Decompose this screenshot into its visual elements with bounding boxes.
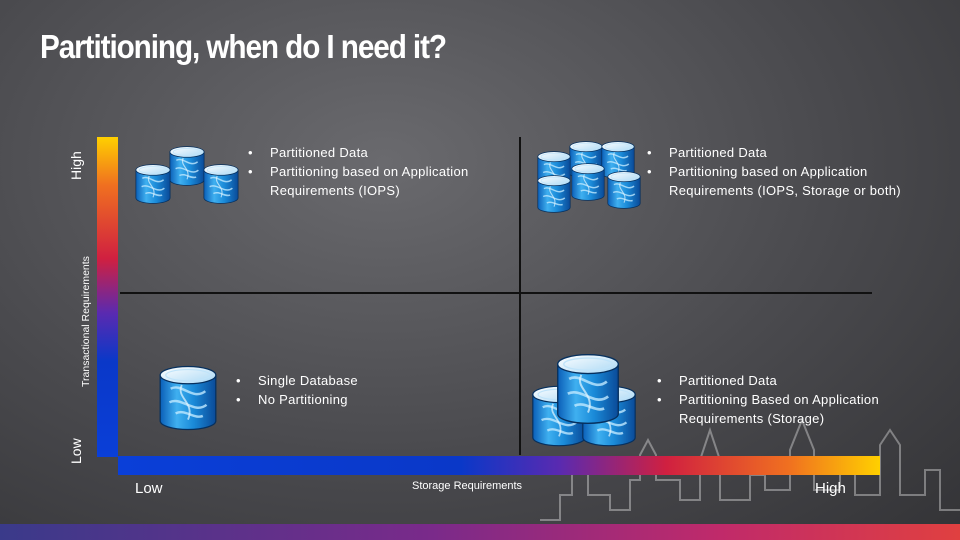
list-item: Partitioned Data: [248, 143, 508, 162]
list-item: Partitioning based on Application Requir…: [248, 162, 508, 200]
quadrant-bottom-right-bullets: Partitioned Data Partitioning Based on A…: [657, 371, 957, 428]
vertical-divider: [519, 137, 521, 455]
quadrant-top-right-bullets: Partitioned Data Partitioning based on A…: [647, 143, 947, 200]
x-axis-low-label: Low: [135, 480, 163, 497]
database-icon: [202, 163, 240, 205]
city-skyline-watermark: [540, 417, 960, 521]
database-icon: [606, 170, 642, 210]
y-axis-title: Transactional Requirements: [80, 256, 92, 387]
database-icon: [134, 163, 172, 205]
list-item: Partitioned Data: [657, 371, 957, 390]
quadrant-bottom-left-bullets: Single Database No Partitioning: [236, 371, 436, 409]
x-axis-gradient-bar: [118, 456, 880, 475]
page-title: Partitioning, when do I need it?: [40, 28, 447, 65]
database-single-bottom-left: [150, 364, 230, 434]
y-axis-gradient-bar: [97, 137, 118, 457]
list-item: Partitioning Based on Application Requir…: [657, 390, 957, 428]
database-icon: [150, 364, 226, 432]
x-axis-title: Storage Requirements: [412, 480, 523, 492]
database-icon: [570, 162, 606, 202]
database-icon: [536, 174, 572, 214]
database-icon: [168, 145, 206, 187]
list-item: Partitioned Data: [647, 143, 947, 162]
database-cluster-top-right: [534, 140, 644, 220]
footer-color-band: [0, 524, 960, 540]
list-item: Single Database: [236, 371, 436, 390]
database-icon: [552, 352, 624, 426]
horizontal-divider: [120, 292, 872, 294]
list-item: No Partitioning: [236, 390, 436, 409]
database-cluster-top-left: [132, 145, 242, 215]
list-item: Partitioning based on Application Requir…: [647, 162, 947, 200]
quadrant-top-left-bullets: Partitioned Data Partitioning based on A…: [248, 143, 508, 200]
y-axis-low-label: Low: [68, 438, 84, 464]
x-axis-high-label: High: [815, 480, 846, 497]
y-axis-high-label: High: [68, 151, 84, 180]
database-cluster-bottom-right: [526, 352, 656, 452]
